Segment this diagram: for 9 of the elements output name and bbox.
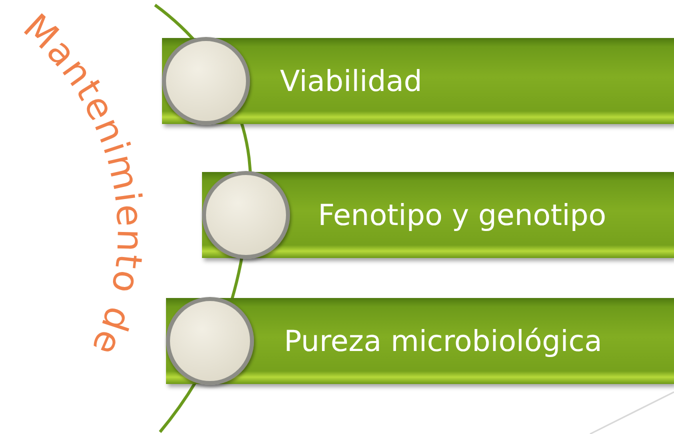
circle-marker xyxy=(202,171,290,259)
item-label: Pureza microbiológica xyxy=(284,323,602,360)
circle-marker xyxy=(162,37,250,125)
list-bar xyxy=(162,38,674,124)
list-bar xyxy=(166,298,674,384)
circle-marker xyxy=(166,297,254,385)
item-label: Fenotipo y genotipo xyxy=(318,197,606,234)
list-bar xyxy=(202,172,674,258)
item-label: Viabilidad xyxy=(280,63,422,100)
